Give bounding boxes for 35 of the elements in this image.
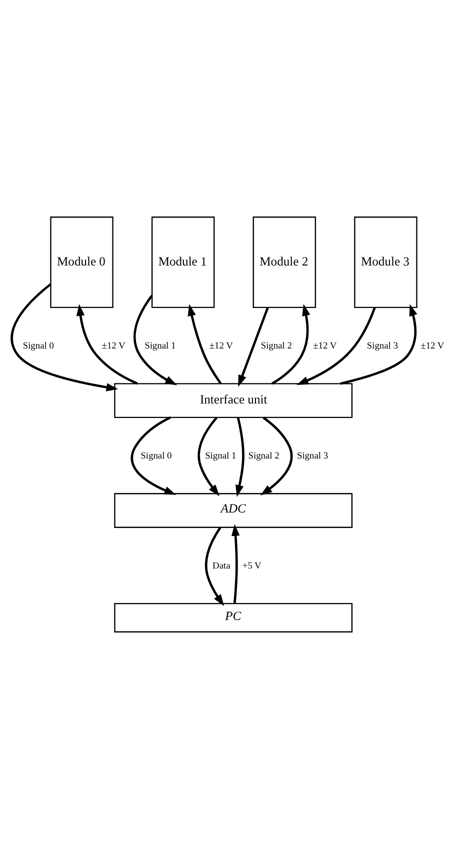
- edge-label: ±12 V: [102, 340, 126, 351]
- arrow: [130, 416, 176, 494]
- arrow: [235, 416, 244, 496]
- edge-label: Signal 3: [296, 450, 328, 461]
- edge-label: +5 V: [242, 560, 262, 571]
- edge-label: Signal 2: [248, 450, 280, 461]
- arrow: [231, 524, 240, 604]
- arrow: [134, 294, 178, 385]
- arrow: [10, 282, 118, 391]
- arrow: [296, 306, 376, 385]
- arrow: [188, 304, 222, 384]
- edge-label: Signal 3: [366, 340, 398, 351]
- node-box: Module 1: [151, 216, 215, 308]
- edge-label: Data: [212, 560, 230, 571]
- node-box: Interface unit: [114, 382, 353, 418]
- node-box: ADC: [114, 492, 353, 528]
- arrow: [238, 306, 269, 386]
- arrow: [272, 304, 310, 384]
- node-box: Module 3: [354, 216, 418, 308]
- edge-label: Signal 1: [144, 340, 176, 351]
- arrow: [260, 416, 293, 495]
- arrow: [340, 304, 418, 384]
- edge-label: Signal 0: [22, 340, 54, 351]
- arrow: [204, 526, 224, 606]
- edge-label: Signal 1: [205, 450, 236, 461]
- edge-label: ±12 V: [313, 340, 337, 351]
- arrow: [76, 304, 138, 384]
- arrow: [198, 416, 220, 496]
- edge-label: ±12 V: [209, 340, 233, 351]
- node-box: Module 0: [50, 216, 114, 308]
- node-box: Module 2: [252, 216, 316, 308]
- node-box: PC: [114, 602, 353, 632]
- edge-label: Signal 0: [140, 450, 172, 461]
- edge-label: ±12 V: [420, 340, 444, 351]
- edge-label: Signal 2: [260, 340, 292, 351]
